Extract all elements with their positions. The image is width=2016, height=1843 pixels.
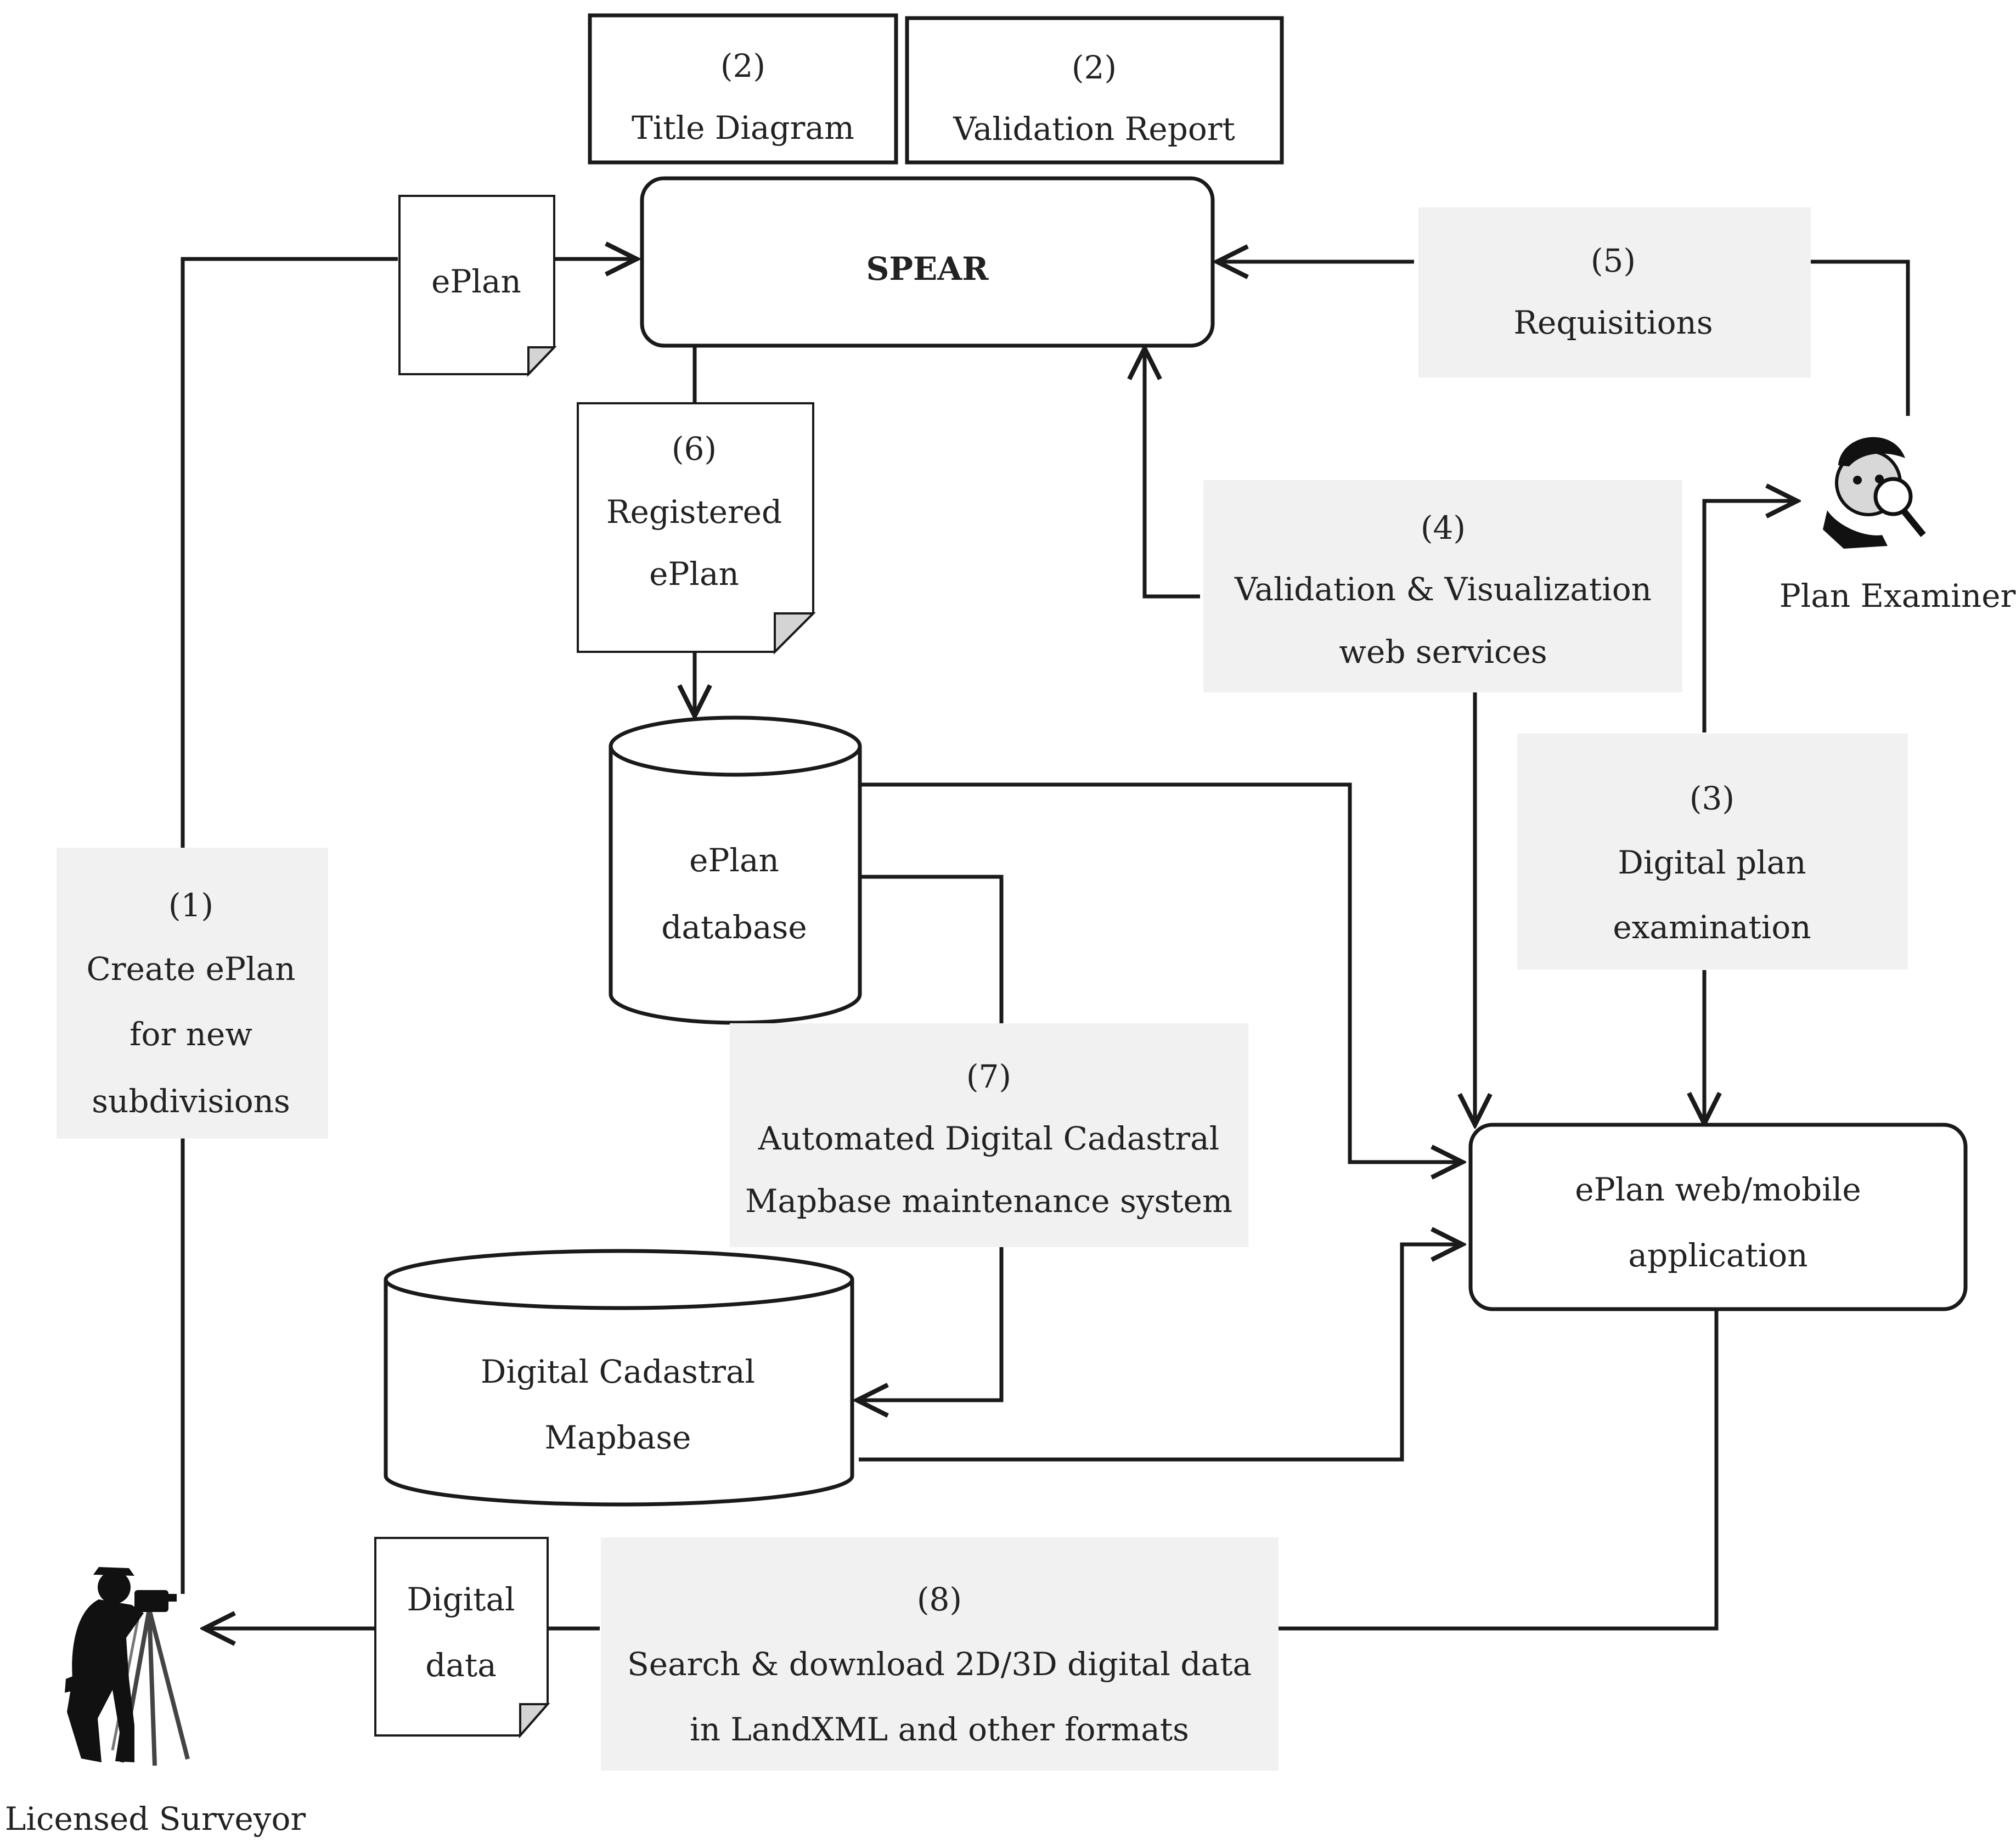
spear-label: SPEAR bbox=[866, 250, 989, 288]
eplan-document: ePlan bbox=[398, 195, 557, 377]
step7-to-dcm-arrow bbox=[857, 1247, 1004, 1400]
eplan-app-box: ePlan web/mobile application bbox=[1468, 1123, 1968, 1311]
step-3-line2: examination bbox=[1613, 909, 1811, 946]
digital-data-line1: Digital bbox=[407, 1581, 515, 1618]
dcm-database: Digital Cadastral Mapbase bbox=[384, 1249, 854, 1507]
examination-to-examiner-arrow bbox=[1702, 501, 1797, 732]
step-1-line3: subdivisions bbox=[92, 1083, 290, 1120]
eplan-database-line1: ePlan bbox=[689, 842, 779, 879]
validation-report-box: (2) Validation Report bbox=[905, 16, 1284, 165]
registered-eplan-line2: ePlan bbox=[649, 555, 739, 593]
dcm-line1: Digital Cadastral bbox=[481, 1353, 755, 1390]
eplandb-to-step7-line bbox=[859, 875, 1004, 1023]
step-7-line2: Mapbase maintenance system bbox=[745, 1182, 1232, 1220]
step-8-number: (8) bbox=[917, 1581, 962, 1618]
step-7-number: (7) bbox=[966, 1058, 1011, 1095]
validation-report-label: Validation Report bbox=[953, 110, 1235, 148]
step-3-line1: Digital plan bbox=[1618, 844, 1806, 881]
step-1-line1: Create ePlan bbox=[87, 950, 296, 988]
step-4-line1: Validation & Visualization bbox=[1234, 571, 1652, 608]
eplan-app-line2: application bbox=[1628, 1237, 1807, 1274]
connectors bbox=[181, 257, 1910, 1631]
step-3-box: (3) Digital plan examination bbox=[1517, 734, 1908, 970]
title-diagram-box: (2) Title Diagram bbox=[588, 13, 898, 165]
digital-data-document: Digital data bbox=[374, 1537, 550, 1739]
registered-eplan-number: (6) bbox=[672, 430, 717, 467]
surveyor-label: Licensed Surveyor bbox=[5, 1800, 306, 1838]
eplan-document-label: ePlan bbox=[431, 263, 521, 300]
step-1-box: (1) Create ePlan for new subdivisions bbox=[57, 848, 328, 1139]
step-4-box: (4) Validation & Visualization web servi… bbox=[1203, 480, 1682, 692]
webservices-to-spear-arrow bbox=[1145, 348, 1200, 599]
step-3-number: (3) bbox=[1690, 780, 1735, 817]
digital-data-line2: data bbox=[425, 1647, 497, 1684]
step-7-line1: Automated Digital Cadastral bbox=[758, 1120, 1219, 1157]
registered-eplan-line1: Registered bbox=[606, 493, 782, 531]
app-to-step8-line bbox=[1276, 1309, 1719, 1631]
dcm-line2: Mapbase bbox=[545, 1419, 691, 1456]
step-8-line1: Search & download 2D/3D digital data bbox=[627, 1645, 1252, 1683]
step-1-line2: for new bbox=[129, 1016, 252, 1053]
eplandb-to-app-arrow bbox=[859, 782, 1462, 1162]
spear-box: SPEAR bbox=[640, 176, 1215, 348]
step-5-line1: Requisitions bbox=[1513, 304, 1713, 341]
eplan-app-line1: ePlan web/mobile bbox=[1575, 1171, 1861, 1208]
step-5-number: (5) bbox=[1591, 242, 1636, 279]
examiner-label: Plan Examiner bbox=[1780, 577, 2016, 615]
step-5-box: (5) Requisitions bbox=[1418, 207, 1811, 377]
step1-to-eplan-line bbox=[181, 257, 398, 848]
registered-eplan-document: (6) Registered ePlan bbox=[577, 402, 816, 655]
step-1-number: (1) bbox=[168, 887, 213, 924]
step-8-box: (8) Search & download 2D/3D digital data… bbox=[601, 1537, 1279, 1771]
step-4-number: (4) bbox=[1421, 509, 1466, 546]
title-diagram-number: (2) bbox=[720, 47, 765, 84]
validation-report-number: (2) bbox=[1072, 49, 1117, 86]
surveyor-icon bbox=[65, 1567, 190, 1766]
step-4-line2: web services bbox=[1339, 633, 1547, 670]
step-7-box: (7) Automated Digital Cadastral Mapbase … bbox=[730, 1023, 1248, 1247]
step-8-line2: in LandXML and other formats bbox=[690, 1711, 1189, 1748]
eplan-database: ePlan database bbox=[609, 715, 862, 1025]
examiner-to-requisitions-line bbox=[1809, 260, 1910, 416]
dcm-to-app-arrow bbox=[859, 1244, 1462, 1462]
eplan-database-line2: database bbox=[661, 909, 807, 946]
title-diagram-label: Title Diagram bbox=[632, 109, 854, 146]
examiner-icon bbox=[1823, 437, 1926, 549]
